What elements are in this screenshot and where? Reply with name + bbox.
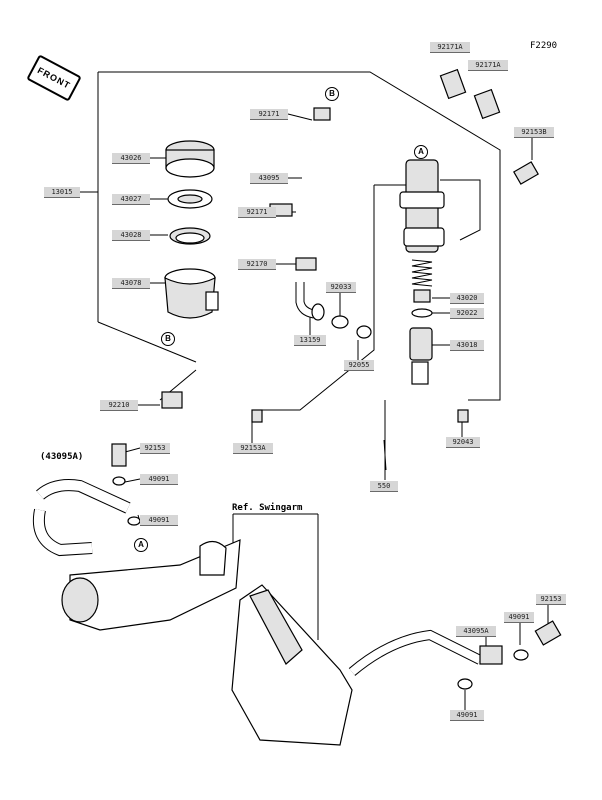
part-label-43020[interactable]: 43020 xyxy=(450,293,484,304)
marker-b-top: B xyxy=(325,87,339,101)
marker-a-top: A xyxy=(414,145,428,159)
part-label-92033[interactable]: 92033 xyxy=(326,282,356,293)
part-label-13159[interactable]: 13159 xyxy=(294,335,326,346)
part-label-550[interactable]: 550 xyxy=(370,481,398,492)
part-label-92153[interactable]: 92153 xyxy=(536,594,566,605)
part-label-43095[interactable]: 43095 xyxy=(250,173,288,184)
part-label-43027[interactable]: 43027 xyxy=(112,194,150,205)
part-label-13015[interactable]: 13015 xyxy=(44,187,80,198)
part-label-92022[interactable]: 92022 xyxy=(450,308,484,319)
part-label-92171A[interactable]: 92171A xyxy=(430,42,470,53)
part-label-49091[interactable]: 49091 xyxy=(140,474,178,485)
assembly-group-label: (43095A) xyxy=(40,452,84,462)
part-label-92153[interactable]: 92153 xyxy=(140,443,170,454)
marker-b-lower: B xyxy=(161,332,175,346)
part-label-43095A[interactable]: 43095A xyxy=(456,626,496,637)
part-label-43078[interactable]: 43078 xyxy=(112,278,150,289)
part-label-92055[interactable]: 92055 xyxy=(344,360,374,371)
part-label-92153A[interactable]: 92153A xyxy=(233,443,273,454)
diagram-code: F2290 xyxy=(530,41,558,51)
part-label-49091[interactable]: 49091 xyxy=(450,710,484,721)
part-label-92171A[interactable]: 92171A xyxy=(468,60,508,71)
part-label-92171[interactable]: 92171 xyxy=(250,109,288,120)
part-label-49091[interactable]: 49091 xyxy=(140,515,178,526)
marker-a-lower: A xyxy=(134,538,148,552)
part-label-43026[interactable]: 43026 xyxy=(112,153,150,164)
part-label-92043[interactable]: 92043 xyxy=(446,437,480,448)
part-label-92210[interactable]: 92210 xyxy=(100,400,138,411)
part-label-43028[interactable]: 43028 xyxy=(112,230,150,241)
reference-label: Ref. Swingarm xyxy=(232,503,303,513)
part-label-43018[interactable]: 43018 xyxy=(450,340,484,351)
part-label-92170[interactable]: 92170 xyxy=(238,259,276,270)
part-label-92171[interactable]: 92171 xyxy=(238,207,276,218)
part-label-49091[interactable]: 49091 xyxy=(504,612,534,623)
part-label-92153B[interactable]: 92153B xyxy=(514,127,554,138)
